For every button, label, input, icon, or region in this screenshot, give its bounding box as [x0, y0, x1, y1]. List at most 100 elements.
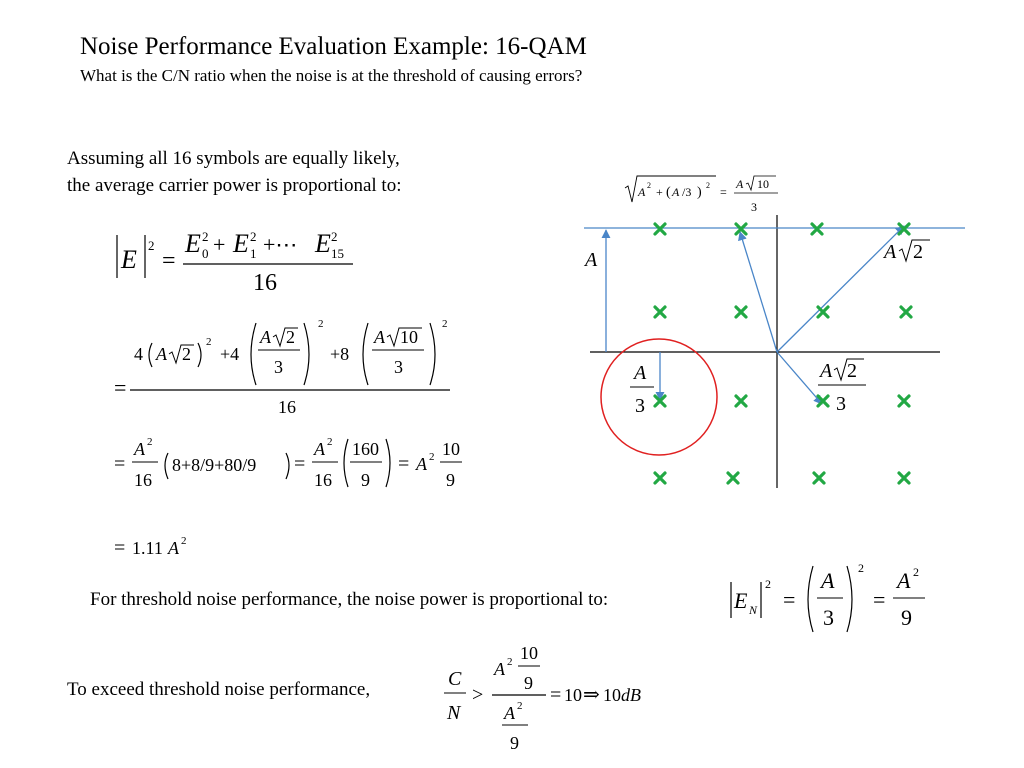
svg-text:A: A: [819, 568, 835, 593]
svg-text:=: =: [873, 587, 885, 612]
lhs-e: E: [120, 245, 137, 274]
svg-text:3: 3: [751, 200, 757, 214]
svg-text:A: A: [493, 659, 506, 679]
svg-text:A: A: [415, 454, 428, 474]
svg-text:2: 2: [765, 577, 771, 591]
svg-text:2: 2: [327, 436, 333, 448]
svg-text:1.11: 1.11: [132, 538, 163, 558]
svg-text:=: =: [550, 684, 561, 706]
svg-text:2: 2: [147, 436, 153, 448]
svg-text:0: 0: [202, 246, 209, 261]
svg-text:E: E: [314, 229, 331, 258]
symbol-marker: [734, 394, 748, 408]
svg-text:A: A: [637, 185, 646, 199]
intro-line-2: the average carrier power is proportiona…: [67, 175, 402, 196]
svg-text:3: 3: [635, 395, 645, 417]
svg-text:2: 2: [318, 318, 324, 330]
svg-text:10: 10: [400, 327, 418, 347]
svg-text:2: 2: [913, 241, 923, 263]
svg-text:A: A: [632, 362, 647, 384]
svg-text:+8: +8: [330, 344, 349, 364]
svg-text:A: A: [155, 344, 168, 364]
svg-text:16: 16: [278, 397, 296, 417]
symbol-marker: [653, 471, 667, 485]
svg-text:A: A: [735, 177, 744, 191]
equation-average-power: E 2 = E 0 2 + E 1 2 +⋯ E 15 2 16: [116, 229, 353, 296]
svg-text:⇒: ⇒: [583, 684, 600, 706]
svg-text:=: =: [398, 453, 409, 475]
arrow-vector-a-sqrt2-3: [776, 351, 823, 405]
svg-text:10: 10: [520, 643, 538, 663]
svg-text:>: >: [472, 684, 483, 706]
svg-text:A: A: [373, 327, 386, 347]
symbol-marker: [812, 471, 826, 485]
svg-text:160: 160: [352, 439, 379, 459]
svg-text:=: =: [114, 453, 125, 475]
svg-text:+: +: [656, 185, 663, 199]
svg-text:A: A: [503, 703, 516, 723]
svg-text:+4: +4: [220, 344, 239, 364]
diagram-top-formula: A 2 + ( A /3 ) 2 = A 10 3: [624, 175, 778, 214]
svg-text:9: 9: [901, 605, 912, 630]
svg-text:2: 2: [507, 656, 513, 668]
svg-text:16: 16: [253, 270, 277, 296]
svg-text:10: 10: [603, 685, 621, 705]
svg-text:=: =: [294, 453, 305, 475]
svg-text:3: 3: [823, 605, 834, 630]
svg-text:4: 4: [134, 344, 143, 364]
symbol-marker: [726, 471, 740, 485]
eq-sign: =: [162, 248, 176, 274]
symbol-marker: [899, 305, 913, 319]
svg-text:N: N: [446, 702, 462, 724]
svg-text:E: E: [184, 229, 201, 258]
svg-text:8+8/9+80/9: 8+8/9+80/9: [172, 455, 256, 475]
slide-title: Noise Performance Evaluation Example: 16…: [80, 33, 587, 60]
svg-text:+: +: [213, 232, 225, 257]
label-a-sqrt2-over-3: A 2 3: [818, 358, 866, 415]
symbol-marker: [653, 305, 667, 319]
svg-text:2: 2: [182, 344, 191, 364]
lhs-sq: 2: [148, 238, 155, 253]
svg-text:16: 16: [134, 470, 152, 490]
svg-text:E: E: [232, 229, 249, 258]
svg-text:dB: dB: [621, 685, 641, 705]
svg-text:): ): [697, 185, 702, 200]
symbol-marker: [734, 222, 748, 236]
symbol-marker: [734, 305, 748, 319]
svg-text:2: 2: [442, 318, 448, 330]
equation-noise-power: E N 2 = A 3 2 = A 2 9: [730, 561, 925, 633]
svg-text:2: 2: [858, 561, 864, 575]
symbol-marker: [653, 222, 667, 236]
svg-text:3: 3: [394, 357, 403, 377]
svg-text:E: E: [733, 588, 748, 613]
svg-text:2: 2: [206, 336, 212, 348]
equation-result: = 1.11 A 2: [114, 535, 187, 559]
symbol-marker: [816, 305, 830, 319]
svg-text:C: C: [448, 668, 462, 690]
symbol-marker: [897, 471, 911, 485]
svg-text:9: 9: [510, 733, 519, 753]
svg-text:=: =: [720, 185, 727, 199]
svg-text:2: 2: [913, 565, 919, 579]
intro-line-1: Assuming all 16 symbols are equally like…: [67, 148, 400, 169]
svg-text:A: A: [167, 538, 180, 558]
symbol-marker: [897, 222, 911, 236]
svg-text:2: 2: [250, 229, 257, 244]
svg-text:10: 10: [564, 685, 582, 705]
svg-text:2: 2: [706, 181, 710, 190]
svg-text:=: =: [783, 587, 795, 612]
svg-text:16: 16: [314, 470, 332, 490]
noise-threshold-circle: [600, 338, 718, 456]
svg-text:/3: /3: [682, 185, 691, 199]
svg-text:9: 9: [361, 470, 370, 490]
symbol-markers: [653, 222, 913, 485]
svg-text:A: A: [671, 185, 680, 199]
arrow-vector-a-sqrt10-3: [738, 231, 778, 353]
svg-text:=: =: [114, 375, 126, 400]
symbol-marker: [653, 394, 667, 408]
svg-text:A: A: [133, 439, 146, 459]
svg-text:2: 2: [202, 229, 209, 244]
svg-text:1: 1: [250, 246, 257, 261]
equation-expanded: = 4 A 2 2 +4 A 2 3 2 +8 A 10 3 2 16: [114, 318, 450, 417]
